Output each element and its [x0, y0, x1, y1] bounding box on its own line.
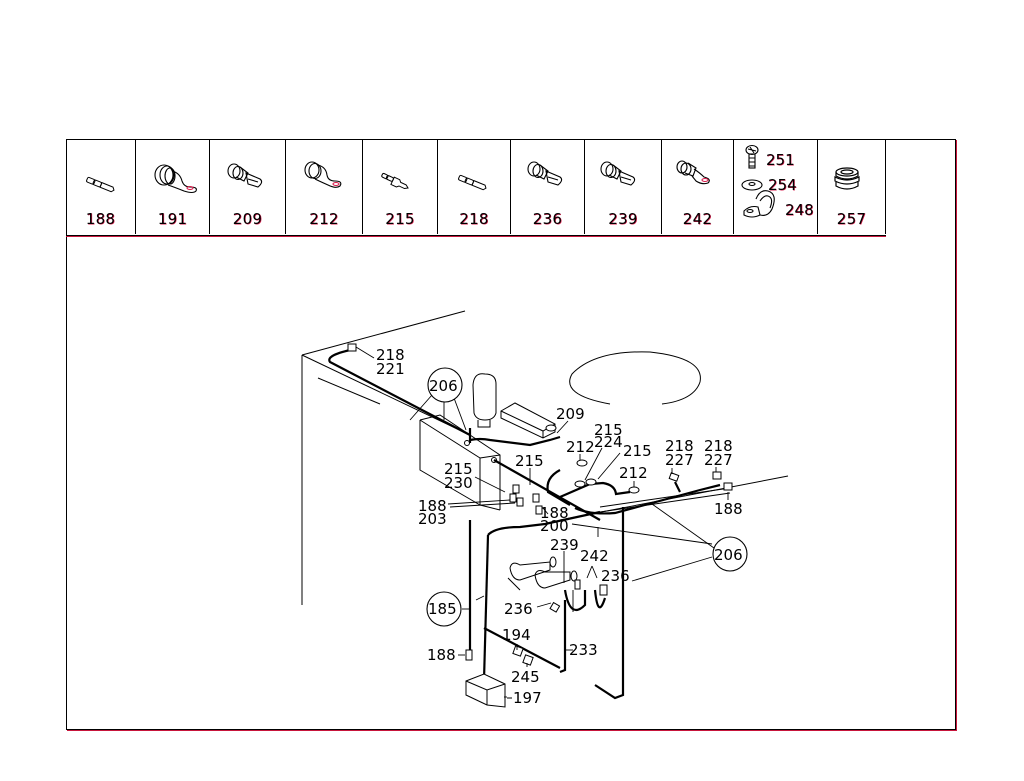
part-label: 215: [385, 210, 415, 228]
horn-assembly: [507, 556, 578, 591]
part-label: 239: [608, 210, 638, 228]
part-label: 212: [309, 210, 339, 228]
screw-washer-clamp-icon: [741, 144, 775, 218]
beacon-light: [472, 373, 497, 428]
wire-harness: [328, 347, 721, 700]
part-cell-209[interactable]: 209: [210, 139, 286, 234]
ring-terminal-icon: [154, 164, 197, 194]
callout-233: 233: [569, 641, 598, 659]
part-label: 218: [459, 210, 489, 228]
part-cell-242[interactable]: 242: [662, 139, 734, 234]
part-cell-191[interactable]: 191: [136, 139, 210, 234]
part-label-248: 248: [785, 201, 814, 219]
flat-blade-terminal-icon: [86, 176, 115, 193]
diagram-frame: [66, 139, 956, 730]
callout-188: 188: [427, 646, 456, 664]
part-label: 242: [682, 210, 713, 228]
part-cell-236[interactable]: 236: [511, 139, 585, 234]
part-label: 209: [232, 210, 263, 228]
callout-227: 227: [665, 451, 694, 469]
callout-242: 242: [580, 547, 609, 565]
part-cell-239[interactable]: 239: [585, 139, 662, 234]
part-label: 257: [836, 210, 867, 228]
spade-terminal-icon: [527, 161, 563, 186]
callout-215: 215: [515, 452, 544, 470]
callout-230: 230: [444, 474, 473, 492]
callout-218: 218: [704, 437, 733, 455]
callout-circles: [426, 367, 748, 627]
callout-194: 194: [502, 626, 531, 644]
callout-185: 185: [428, 600, 457, 618]
callout-218: 218: [376, 346, 405, 364]
callout-labels: 218 221 206 209 212 215 224 215 212 218 …: [376, 346, 743, 707]
callout-206: 206: [714, 546, 743, 564]
part-cell-218[interactable]: 218: [438, 139, 511, 234]
ring-terminal-icon: [676, 160, 710, 185]
callout-224: 224: [594, 433, 623, 451]
callout-215: 215: [444, 460, 473, 478]
callout-236: 236: [504, 600, 533, 618]
callout-227: 227: [704, 451, 733, 469]
part-cell-257[interactable]: 257: [818, 139, 886, 234]
control-box: [419, 414, 501, 511]
part-cell-188[interactable]: 188: [66, 139, 136, 234]
leader-lines: [355, 346, 729, 698]
flat-blade-terminal-icon: [458, 174, 487, 191]
part-cell-215[interactable]: 215: [363, 139, 438, 234]
parts-strip: 188 191 209: [66, 139, 886, 236]
callout-203: 203: [418, 510, 447, 528]
callout-245: 245: [511, 668, 540, 686]
part-label-251: 251: [766, 151, 795, 169]
part-label: 188: [85, 210, 116, 228]
callout-209: 209: [556, 405, 585, 423]
part-label: 191: [157, 210, 188, 228]
callout-circle-206-top: [427, 367, 463, 403]
callout-218: 218: [665, 437, 694, 455]
part-label: 236: [532, 210, 563, 228]
callout-239: 239: [550, 536, 579, 554]
grommet-icon: [834, 167, 860, 190]
spade-terminal-icon: [227, 163, 263, 188]
callout-212: 212: [566, 438, 595, 456]
callout-206: 206: [429, 377, 458, 395]
callout-212: 212: [619, 464, 648, 482]
part-cell-212[interactable]: 212: [286, 139, 363, 234]
blade-connector-icon: [381, 172, 409, 190]
callout-200: 200: [540, 517, 569, 535]
callout-221: 221: [376, 360, 405, 378]
callout-197: 197: [513, 689, 542, 707]
relay-module: [500, 402, 556, 439]
part-cell-251-254-248[interactable]: 251 254 248: [734, 139, 818, 234]
callout-circle-185: [426, 591, 462, 627]
callout-236: 236: [601, 567, 630, 585]
callout-215: 215: [623, 442, 652, 460]
callout-215: 215: [594, 421, 623, 439]
part-label-254: 254: [768, 176, 797, 194]
callout-188: 188: [714, 500, 743, 518]
callout-188: 188: [418, 497, 447, 515]
spade-terminal-icon: [600, 161, 636, 186]
callout-circle-206-right: [712, 536, 748, 572]
junction-box: [465, 673, 506, 708]
callout-188: 188: [540, 504, 569, 522]
ring-terminal-icon: [304, 161, 342, 188]
